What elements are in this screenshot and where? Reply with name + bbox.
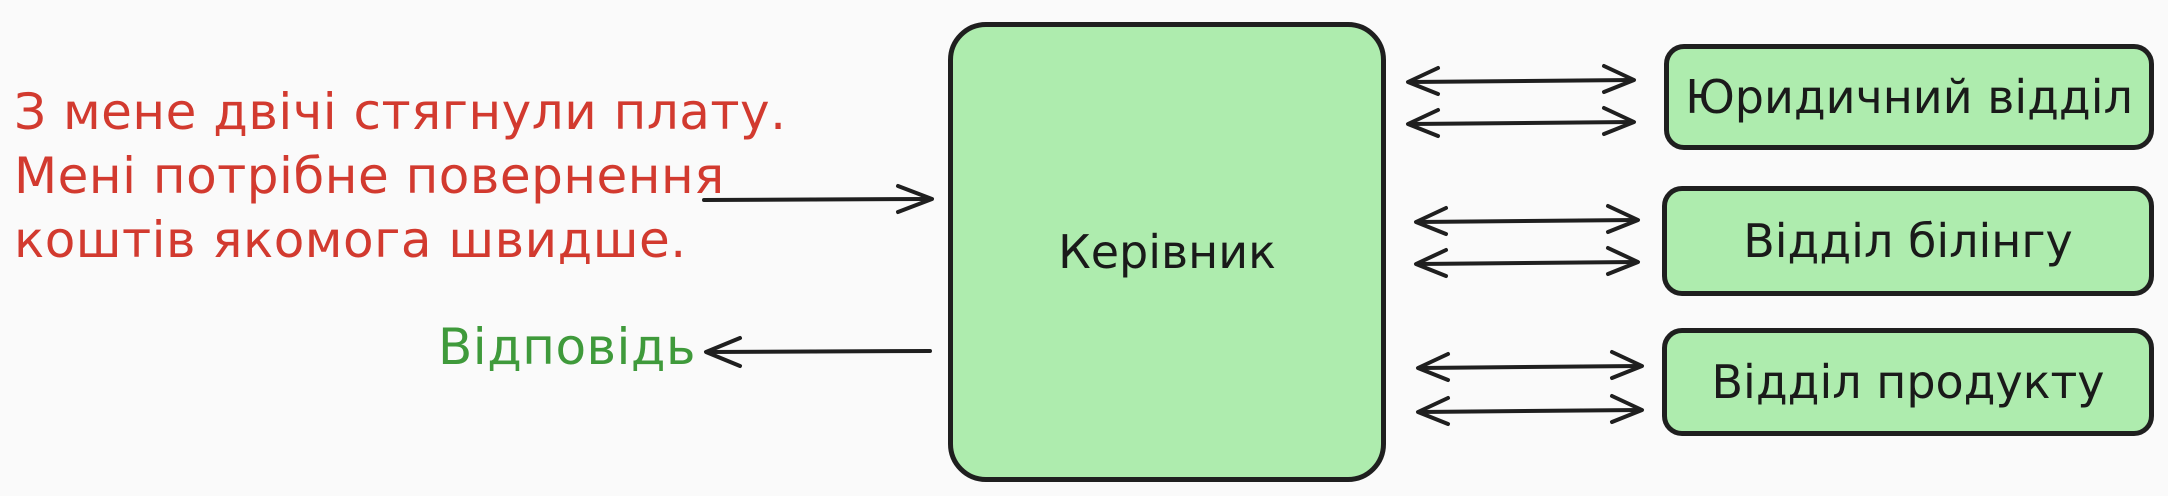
response-label: Відповідь (438, 318, 696, 376)
product-arrow-pair (1416, 350, 1644, 426)
response-arrow (704, 336, 932, 368)
legal-department-box: Юридичний відділ (1664, 44, 2154, 150)
billing-department-label: Відділ білінгу (1743, 214, 2073, 268)
request-line-1: З мене двічі стягнули плату. (14, 83, 787, 141)
request-line-2: Мені потрібне повернення (14, 147, 725, 205)
request-line-3: коштів якомога швидше. (14, 211, 687, 269)
manager-label: Керівник (1058, 225, 1276, 279)
legal-department-label: Юридичний відділ (1685, 70, 2133, 124)
manager-box: Керівник (948, 22, 1386, 482)
billing-department-box: Відділ білінгу (1662, 186, 2154, 296)
product-department-box: Відділ продукту (1662, 328, 2154, 436)
customer-request-text: З мене двічі стягнули плату. Мені потріб… (14, 80, 787, 272)
product-department-label: Відділ продукту (1711, 355, 2105, 409)
billing-arrow-pair (1414, 204, 1640, 278)
legal-arrow-pair (1406, 64, 1636, 138)
